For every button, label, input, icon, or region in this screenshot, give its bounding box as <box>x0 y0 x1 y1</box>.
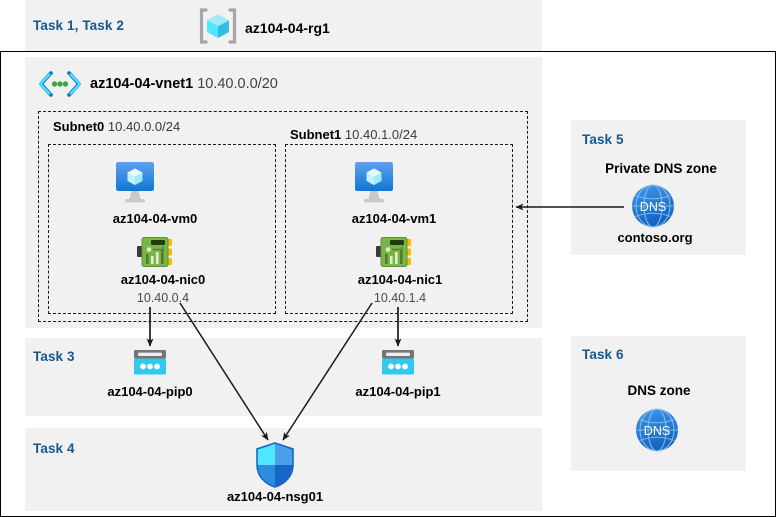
subnet-0-title: Subnet0 10.40.0.0/24 <box>53 119 180 134</box>
vnet-title: az104-04-vnet1 10.40.0.0/20 <box>90 76 278 92</box>
task-label-4: Task 4 <box>33 441 75 456</box>
public-ip-0-name: az104-04-pip0 <box>107 384 193 399</box>
nic-1-ip: 10.40.1.4 <box>373 291 427 305</box>
network-interface-icon <box>135 235 177 269</box>
resource-group-header-panel <box>25 0 542 51</box>
private-dns-zone-title: Private DNS zone <box>605 161 717 176</box>
vnet-address-space: 10.40.0.0/20 <box>197 76 278 92</box>
private-dns-zone-name: contoso.org <box>617 230 693 245</box>
public-ip-address-icon <box>131 348 169 380</box>
subnet-1-name: Subnet1 <box>290 127 342 142</box>
resource-group-cube-icon <box>198 7 238 45</box>
nic-0-ip: 10.40.0.4 <box>136 291 190 305</box>
network-security-group-shield-icon <box>253 441 297 489</box>
task-label-3: Task 3 <box>33 349 75 364</box>
subnet-1-address-space: 10.40.1.0/24 <box>344 127 418 142</box>
subnet-1-box <box>285 144 513 314</box>
vnet-panel <box>25 57 542 328</box>
task-label-1-2: Task 1, Task 2 <box>33 18 124 33</box>
network-interface-icon <box>374 235 416 269</box>
task-label-6: Task 6 <box>582 347 624 362</box>
nsg-name: az104-04-nsg01 <box>226 489 324 504</box>
subnet-1-title: Subnet1 10.40.1.0/24 <box>290 127 417 142</box>
public-ip-address-icon <box>379 348 417 380</box>
task-label-5: Task 5 <box>582 132 624 147</box>
nic-1-name: az104-04-nic1 <box>357 272 443 287</box>
resource-group-name: az104-04-rg1 <box>245 20 330 36</box>
public-ip-1-name: az104-04-pip1 <box>355 384 441 399</box>
virtual-machine-icon <box>109 160 161 206</box>
dns-globe-icon: DNS <box>633 406 681 454</box>
vnet-name: az104-04-vnet1 <box>90 76 194 92</box>
dns-icon-text: DNS <box>644 424 670 438</box>
dns-zone-title: DNS zone <box>627 383 691 398</box>
virtual-network-icon <box>36 70 84 98</box>
subnet-0-name: Subnet0 <box>53 119 105 134</box>
vm-0-name: az104-04-vm0 <box>112 211 198 226</box>
dns-icon-text: DNS <box>640 200 666 214</box>
vm-1-name: az104-04-vm1 <box>351 211 437 226</box>
dns-globe-icon: DNS <box>629 182 677 230</box>
subnet-0-box <box>48 144 276 314</box>
nic-0-name: az104-04-nic0 <box>120 272 206 287</box>
virtual-machine-icon <box>348 160 400 206</box>
subnet-0-address-space: 10.40.0.0/24 <box>107 119 181 134</box>
task-3-panel <box>25 338 542 416</box>
